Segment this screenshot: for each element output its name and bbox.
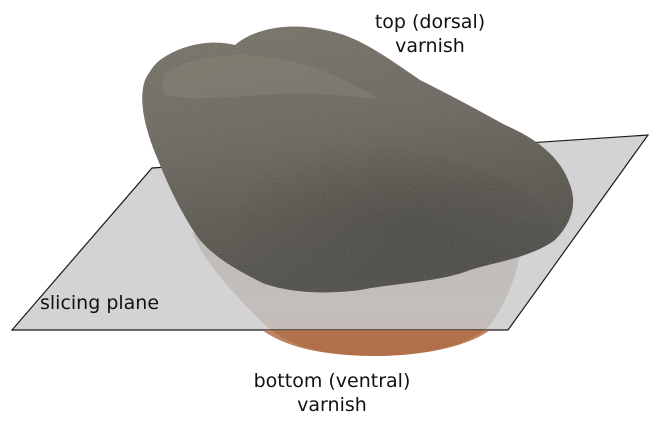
dorsal-varnish-label: top (dorsal) varnish	[360, 10, 500, 58]
slicing-plane-label: slicing plane	[40, 291, 159, 315]
ventral-varnish-label: bottom (ventral) varnish	[232, 369, 432, 417]
ventral-label-line1: bottom (ventral)	[232, 369, 432, 393]
ventral-label-line2: varnish	[232, 393, 432, 417]
rock-base-rim	[262, 330, 490, 356]
dorsal-label-line1: top (dorsal)	[360, 10, 500, 34]
dorsal-label-line2: varnish	[360, 34, 500, 58]
